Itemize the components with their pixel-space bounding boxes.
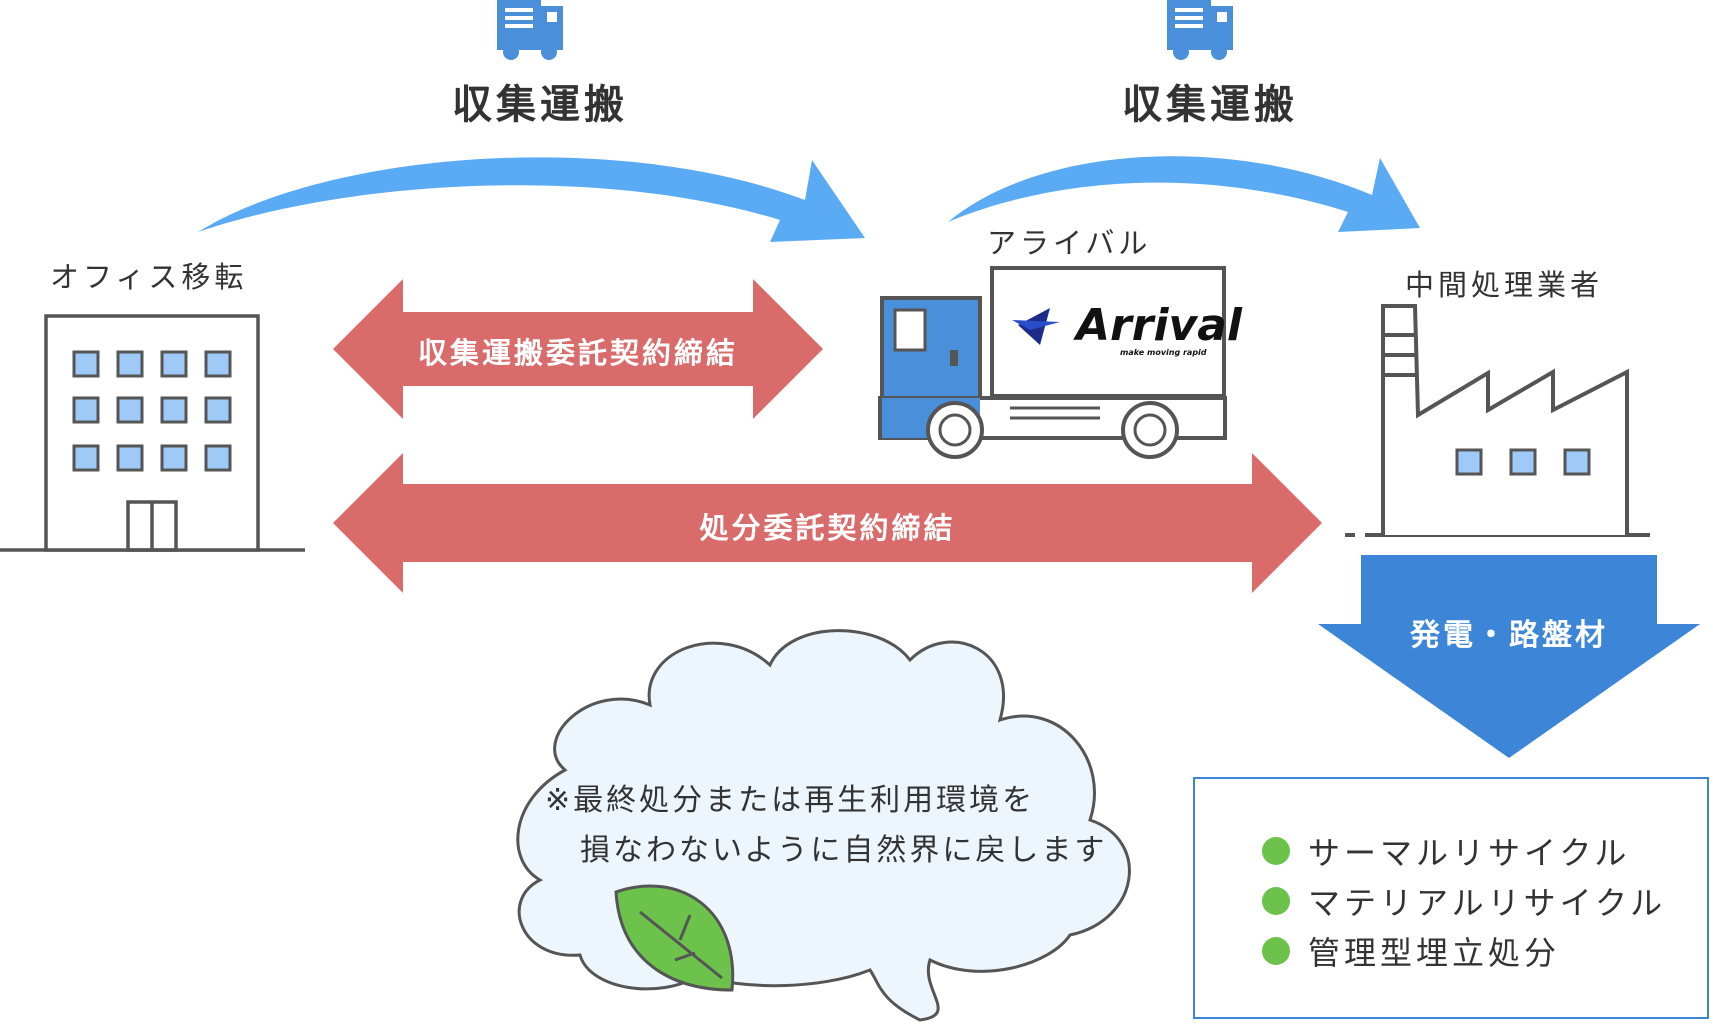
curved-arrow-right xyxy=(948,156,1420,232)
truck-icon-left xyxy=(497,0,563,60)
transport-contract-arrow xyxy=(333,279,823,419)
list-item-label: サーマルリサイクル xyxy=(1308,834,1631,872)
bullet-dot-icon xyxy=(1262,837,1290,865)
transport-label-left: 収集運搬 xyxy=(452,82,628,128)
disposal-contract-arrow xyxy=(333,453,1322,593)
list-item-label: 管理型埋立処分 xyxy=(1308,934,1561,972)
office-label: オフィス移転 xyxy=(50,260,248,294)
recycling-list: サーマルリサイクル マテリアルリサイクル 管理型埋立処分 xyxy=(1262,826,1666,976)
arrival-logo: Arrival xyxy=(1076,300,1242,351)
office-windows xyxy=(72,350,232,472)
processor-label: 中間処理業者 xyxy=(1405,268,1604,302)
office-building-icon xyxy=(0,314,305,552)
disposal-contract-label: 処分委託契約締結 xyxy=(699,511,956,545)
output-label: 発電・路盤材 xyxy=(1410,618,1608,653)
note-line-1: ※最終処分または再生利用環境を xyxy=(545,783,1036,818)
list-item: サーマルリサイクル xyxy=(1262,826,1666,876)
truck-icon-right xyxy=(1167,0,1233,60)
arrival-label: アライバル xyxy=(987,226,1152,260)
list-item: 管理型埋立処分 xyxy=(1262,926,1666,976)
bullet-dot-icon xyxy=(1262,887,1290,915)
list-item-label: マテリアルリサイクル xyxy=(1308,884,1667,922)
output-arrow xyxy=(1318,555,1700,758)
transport-label-right: 収集運搬 xyxy=(1122,82,1298,128)
bullet-dot-icon xyxy=(1262,937,1290,965)
curved-arrow-left xyxy=(198,157,865,242)
list-item: マテリアルリサイクル xyxy=(1262,876,1666,926)
leaf-icon xyxy=(614,884,735,992)
transport-contract-label: 収集運搬委託契約締結 xyxy=(417,336,738,370)
arrival-logo-tagline: make moving rapid xyxy=(1120,348,1207,357)
note-line-2: 損なわないように自然界に戻します xyxy=(580,833,1108,868)
arrival-truck-icon xyxy=(878,266,1227,459)
factory-icon xyxy=(1345,304,1650,537)
factory-windows xyxy=(1455,448,1591,476)
